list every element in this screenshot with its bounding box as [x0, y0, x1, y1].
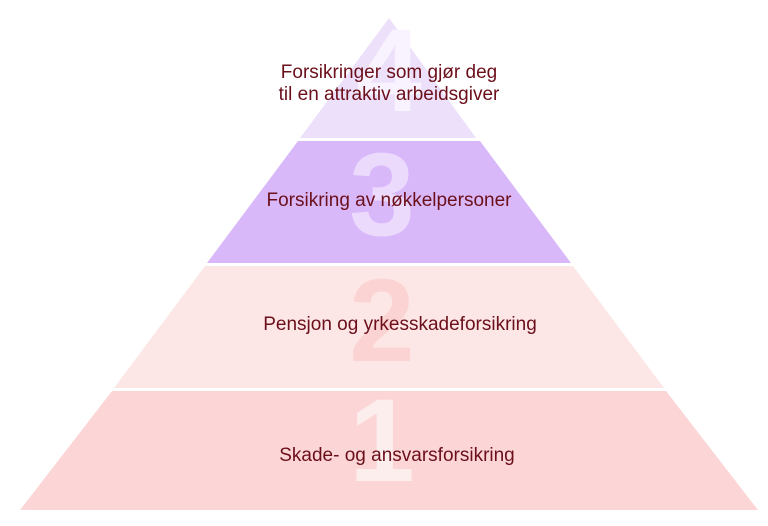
tier-4-shape	[300, 18, 476, 138]
tier-2: 2 Pensjon og yrkesskadeforsikring	[114, 255, 664, 388]
tier-2-label: Pensjon og yrkesskadeforsikring	[263, 314, 537, 335]
tier-2-shape	[114, 266, 664, 388]
tier-1: 1 Skade- og ansvarsforsikring	[20, 375, 758, 510]
tier-4-label-line-1: Forsikringer som gjør deg	[281, 62, 497, 83]
tier-1-label: Skade- og ansvarsforsikring	[279, 445, 515, 466]
tier-3-label: Forsikring av nøkkelpersoner	[267, 190, 513, 211]
tier-1-number: 1	[349, 375, 415, 507]
tier-4-label-line-2: til en attraktiv arbeidsgiver	[279, 84, 500, 105]
tier-4: 4 Forsikringer som gjør deg til en attra…	[279, 5, 500, 138]
tier-2-number: 2	[349, 255, 415, 387]
tier-3: 3 Forsikring av nøkkelpersoner	[207, 129, 571, 263]
tier-1-shape	[20, 391, 758, 510]
tier-3-shape	[207, 141, 571, 263]
tier-3-number: 3	[349, 129, 415, 261]
tier-4-number: 4	[356, 5, 422, 137]
